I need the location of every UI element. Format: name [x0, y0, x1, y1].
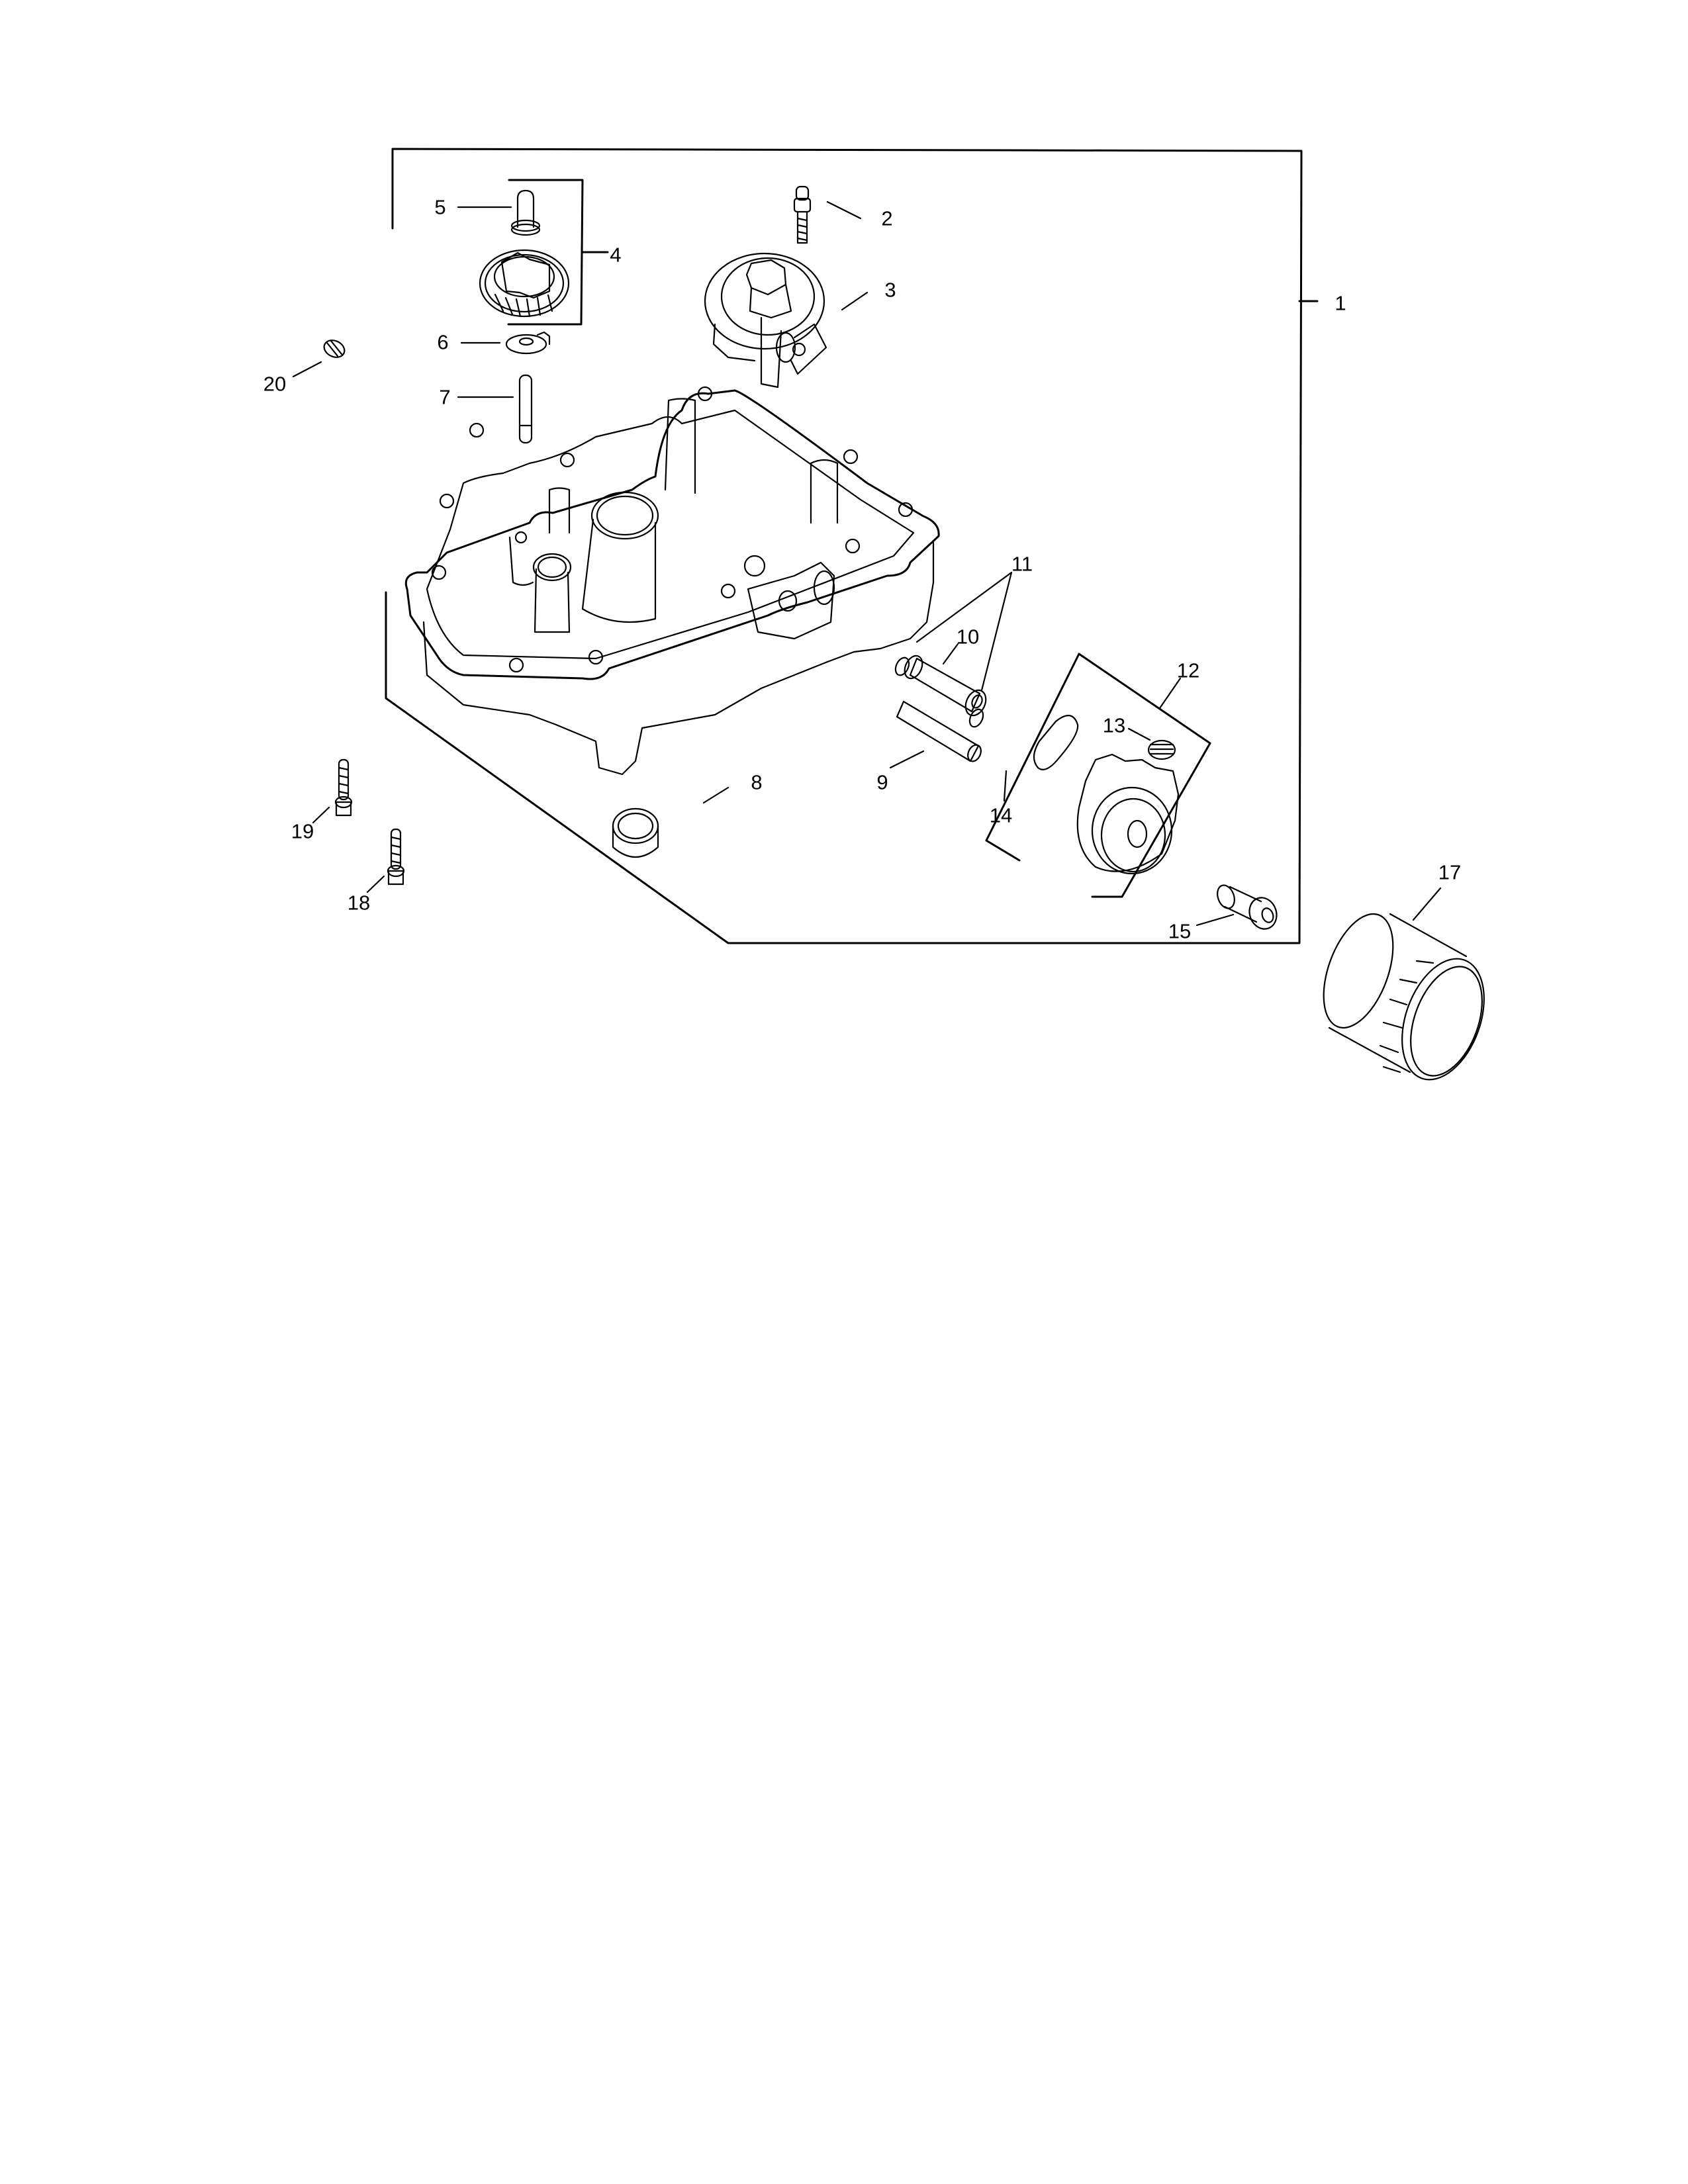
callout-3: 3	[884, 278, 896, 302]
callout-5: 5	[434, 195, 446, 219]
callout-1: 1	[1335, 291, 1346, 315]
governor-gear-icon	[479, 249, 570, 318]
callout-11: 11	[1011, 552, 1033, 576]
callout-4: 4	[610, 243, 622, 267]
callout-17: 17	[1438, 860, 1462, 884]
oil-filter-icon	[1323, 887, 1485, 1081]
oil-pump-gear-icon	[704, 252, 868, 388]
filter-nipple-icon	[1196, 884, 1278, 930]
pipe-icon	[889, 700, 982, 769]
gasket-icon	[1003, 715, 1079, 802]
callout-13: 13	[1102, 713, 1126, 737]
callout-18: 18	[347, 891, 371, 915]
mounting-holes	[431, 386, 914, 673]
plug-icon	[1127, 727, 1176, 760]
callout-15: 15	[1168, 919, 1192, 943]
assembly-bracket-1	[385, 148, 1319, 944]
callout-14: 14	[989, 803, 1013, 827]
regulating-pin-icon	[457, 189, 541, 236]
oil-pan-housing-icon	[404, 386, 940, 776]
callout-2: 2	[881, 206, 893, 230]
callout-19: 19	[291, 819, 314, 843]
filter-adapter-icon	[1076, 753, 1180, 875]
flange-screw-19-icon	[312, 758, 353, 824]
callout-6: 6	[437, 330, 449, 354]
oil-seal-icon	[612, 786, 729, 858]
callout-7: 7	[439, 385, 451, 409]
callout-8: 8	[751, 770, 763, 794]
callout-9: 9	[876, 770, 888, 794]
assembly-bracket-12	[985, 653, 1211, 898]
pump-screw-icon	[793, 185, 862, 244]
callout-12: 12	[1176, 659, 1200, 682]
flange-screw-18-icon	[366, 828, 405, 893]
callout-20: 20	[263, 372, 287, 396]
callout-10: 10	[956, 625, 980, 649]
governor-shaft-icon	[457, 374, 533, 444]
thrust-washer-icon	[460, 331, 551, 355]
dowel-pin-icon	[292, 340, 346, 378]
assembly-bracket-4	[507, 179, 609, 326]
oil-pipe-icon	[904, 643, 987, 717]
